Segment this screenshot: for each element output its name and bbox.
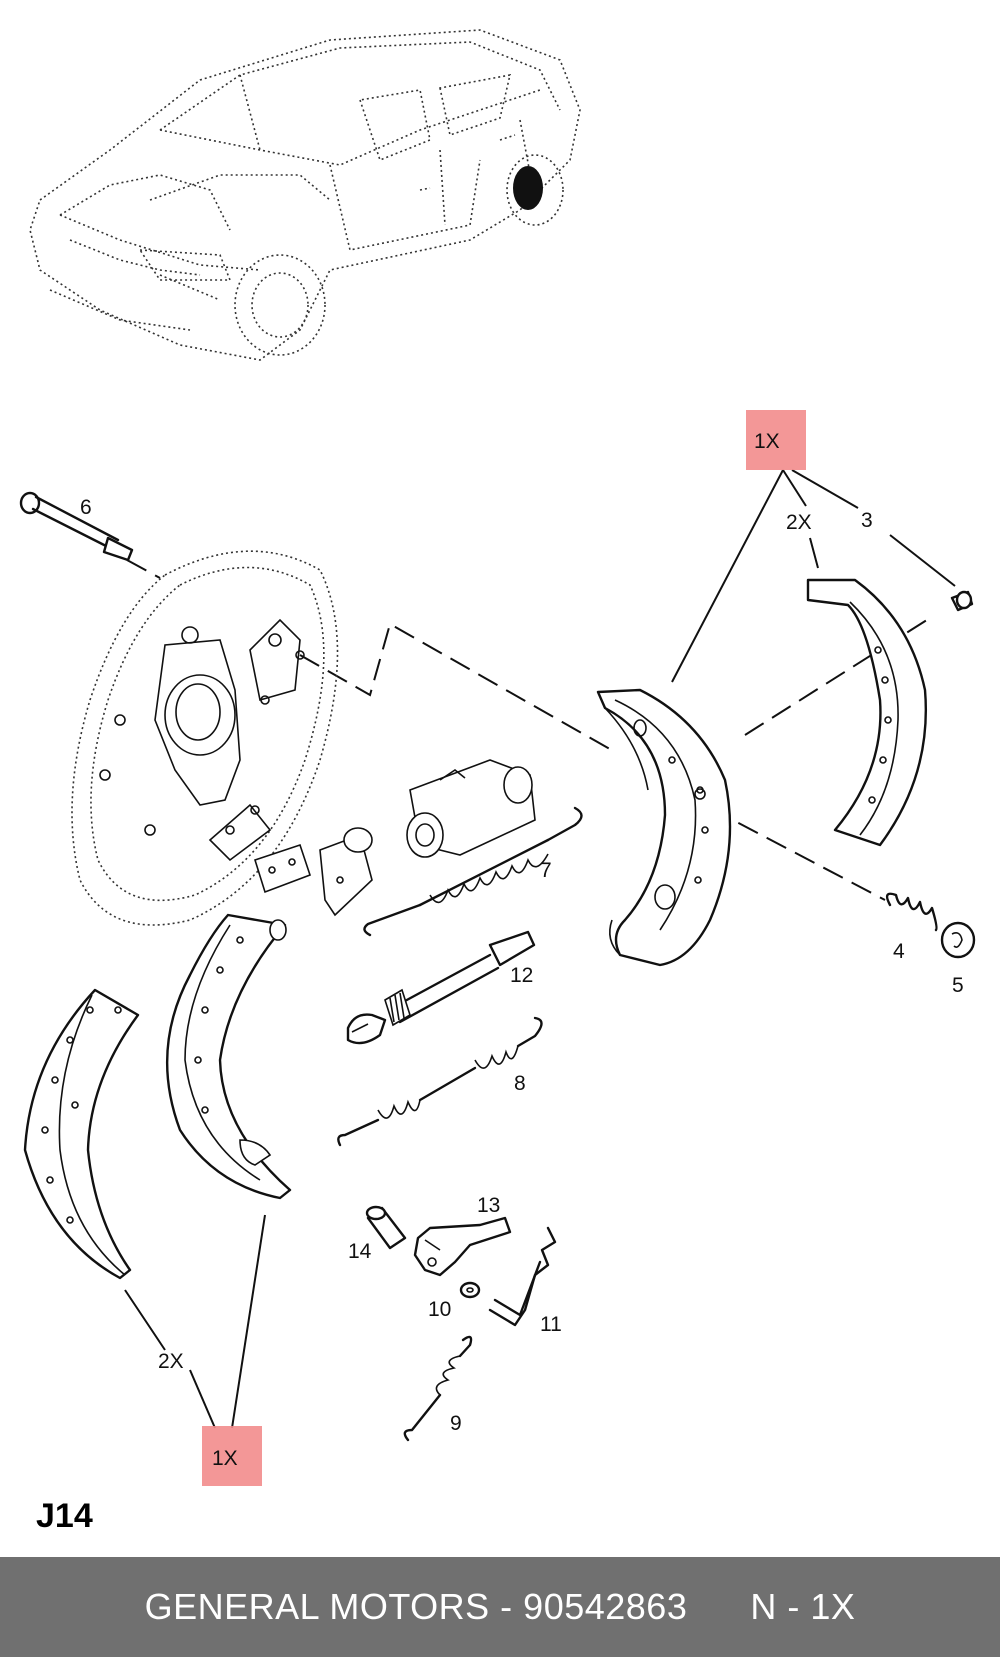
- callout-11: 11: [540, 1313, 562, 1336]
- part-6-hold-down-pin: [19, 491, 134, 562]
- part-13-lever: [413, 1216, 512, 1277]
- brake-shoe-left: [166, 913, 292, 1200]
- qty-label-bottom-highlight: 1X: [212, 1447, 238, 1470]
- callout-8: 8: [514, 1072, 526, 1095]
- part-12-adjuster: [346, 930, 536, 1045]
- callout-9: 9: [450, 1412, 462, 1435]
- brake-lining-right: [806, 578, 927, 847]
- callout-5: 5: [952, 974, 964, 997]
- footer-brand: GENERAL MOTORS: [144, 1586, 490, 1627]
- car-illustration: [29, 29, 581, 361]
- qty-label-top-2x: 2X: [786, 511, 812, 534]
- part-11-strut: [488, 1226, 557, 1327]
- callout-10: 10: [428, 1298, 451, 1321]
- part-7-spring: [363, 806, 583, 937]
- qty-label-top-highlight: 1X: [754, 430, 780, 453]
- part-4-spring: [885, 892, 938, 932]
- qty-highlight-bottom: [202, 1426, 262, 1486]
- part-9-spring: [403, 1335, 473, 1442]
- footer-part-number: 90542863: [523, 1586, 688, 1627]
- wheel-cylinder: [406, 759, 536, 858]
- mounting-plates: [254, 827, 373, 917]
- footer-separator: -: [489, 1586, 524, 1627]
- wheel-hub-highlight: [513, 166, 543, 210]
- part-5-cap: [940, 921, 976, 959]
- brake-lining-left: [23, 988, 140, 1280]
- callout-7: 7: [540, 859, 552, 882]
- leader-lines: [124, 469, 956, 1429]
- exploded-parts-diagram: 1X 2X 1X 2X 3 6 7 4 5 12 8 13 14 10 11 9: [19, 29, 976, 1486]
- callout-6: 6: [80, 496, 92, 519]
- callout-13: 13: [477, 1194, 500, 1217]
- callout-12: 12: [510, 964, 533, 987]
- footer-bar: GENERAL MOTORS - 90542863 N - 1X: [0, 1557, 1000, 1657]
- part-3-rivet: [950, 590, 974, 612]
- callout-3: 3: [861, 509, 873, 532]
- footer-qty: N - 1X: [750, 1586, 856, 1627]
- callout-4: 4: [893, 940, 905, 963]
- qty-highlight-top: [746, 410, 806, 470]
- brake-shoe-right-assembled: [596, 688, 732, 967]
- part-14-sleeve: [365, 1205, 407, 1250]
- qty-label-bottom-2x: 2X: [158, 1350, 184, 1373]
- section-code: J14: [36, 1497, 93, 1535]
- assembly-lines: [126, 559, 931, 901]
- part-10-washer: [459, 1281, 481, 1299]
- footer-gap: [687, 1586, 750, 1628]
- backing-plate: [71, 550, 339, 926]
- part-8-spring: [337, 1016, 543, 1147]
- callout-14: 14: [348, 1240, 372, 1263]
